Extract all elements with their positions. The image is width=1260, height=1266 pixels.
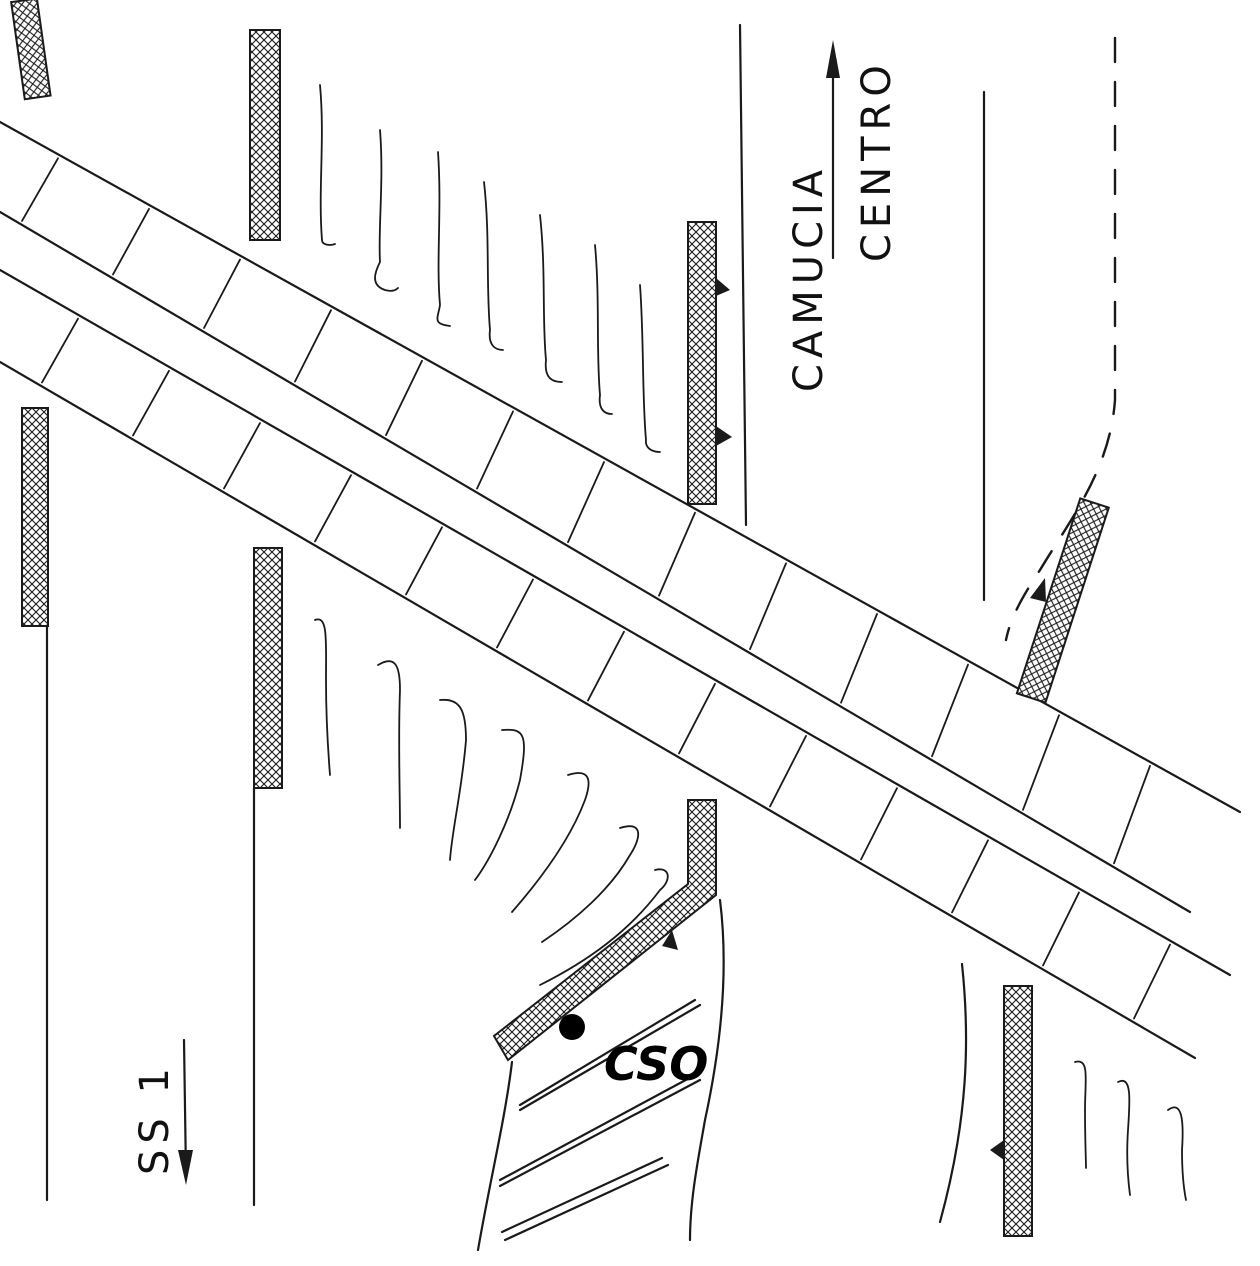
- deck-joint-0: [1113, 765, 1151, 865]
- pier-marker-arrow: [1030, 578, 1046, 602]
- deck-joint-0: [658, 511, 696, 597]
- viaduct-deck-joints: [21, 157, 1171, 1020]
- label-ss1: SS 1: [132, 1062, 178, 1175]
- deck-joint-0: [294, 309, 332, 383]
- cso-channel-left-bank: [476, 1060, 514, 1252]
- viaduct-edge-2: [0, 210, 1192, 914]
- channel-flow-line: [498, 1073, 697, 1182]
- label-centro: CENTRO: [854, 59, 900, 262]
- road-edge-camucia-left: [738, 23, 748, 527]
- slope-mark: [314, 618, 331, 776]
- cso-channel-right-bank: [688, 898, 725, 1242]
- deck-joint-1: [405, 526, 443, 596]
- channel-flow-line: [518, 998, 697, 1107]
- pier-lower-right: [1003, 985, 1033, 1237]
- deck-joint-1: [132, 369, 170, 437]
- road-edge-right-lower: [938, 962, 968, 1224]
- channel-flow-line: [503, 1163, 670, 1242]
- viaduct-edge-1: [0, 120, 1242, 814]
- deck-joint-1: [41, 317, 79, 384]
- slope-mark: [1074, 1060, 1087, 1169]
- viaduct-edge-4: [0, 360, 1197, 1060]
- deck-joint-1: [496, 578, 534, 649]
- deck-joint-0: [1022, 714, 1060, 811]
- slope-mark: [541, 825, 640, 943]
- pier-marker-arrow: [716, 278, 730, 296]
- slope-mark: [377, 660, 401, 829]
- slope-mark: [1167, 1106, 1187, 1201]
- deck-joint-1: [1133, 943, 1171, 1020]
- arrow-down-icon: [178, 1150, 193, 1185]
- slope-mark: [1117, 1079, 1131, 1196]
- pier-marker-arrow: [716, 426, 732, 446]
- cso-marker-arrow: [662, 930, 678, 950]
- deck-joint-1: [1042, 891, 1080, 967]
- slope-mark: [539, 868, 669, 986]
- slope-mark: [639, 284, 661, 453]
- dashed-road-edge: [1004, 36, 1117, 642]
- deck-joint-1: [587, 630, 625, 702]
- cso-location-dot: [559, 1014, 585, 1040]
- pier-upper-center: [687, 221, 717, 505]
- label-cso: CSO: [604, 1037, 708, 1091]
- pier-right-angled: [1015, 497, 1111, 704]
- deck-joint-0: [112, 208, 150, 276]
- viaduct-edge-3: [0, 268, 1232, 977]
- deck-joint-0: [840, 613, 878, 704]
- channel-flow-line: [518, 1003, 702, 1112]
- deck-joint-0: [749, 562, 787, 651]
- channel-flow-line: [498, 1078, 702, 1188]
- slope-mark: [511, 772, 590, 913]
- cso-wall-structure: [492, 799, 717, 1062]
- slope-mark: [319, 84, 336, 246]
- deck-joint-0: [385, 359, 423, 436]
- channel-flow-line: [500, 1156, 664, 1234]
- deck-joint-0: [567, 461, 605, 544]
- pier-lower-center-left: [253, 547, 283, 789]
- pier-lower-left: [21, 407, 49, 627]
- slope-marks-lower: [314, 618, 669, 986]
- deck-joint-1: [223, 422, 261, 490]
- deck-joint-1: [951, 839, 989, 914]
- label-camucia: CAMUCIA: [786, 164, 832, 392]
- deck-joint-0: [203, 258, 241, 329]
- slope-marks-right: [1074, 1060, 1187, 1201]
- deck-joint-0: [931, 663, 969, 758]
- slope-mark: [439, 699, 467, 861]
- pier-upper-left: [249, 29, 281, 241]
- viaduct: [0, 120, 1242, 1060]
- slope-mark: [594, 244, 613, 415]
- slope-mark: [436, 151, 451, 327]
- deck-joint-1: [314, 474, 352, 543]
- slope-mark: [374, 129, 399, 292]
- deck-joint-1: [769, 735, 807, 808]
- slope-mark: [539, 214, 563, 383]
- deck-joint-1: [678, 682, 716, 755]
- deck-joint-0: [21, 157, 59, 222]
- deck-joint-0: [476, 410, 514, 490]
- arrow-up-icon: [826, 40, 840, 78]
- slope-marks-upper: [319, 84, 661, 453]
- abutment-top-left: [10, 0, 52, 101]
- pier-marker-arrow: [990, 1140, 1004, 1160]
- slope-mark: [483, 181, 504, 351]
- deck-joint-1: [860, 787, 898, 861]
- slope-mark: [474, 728, 525, 881]
